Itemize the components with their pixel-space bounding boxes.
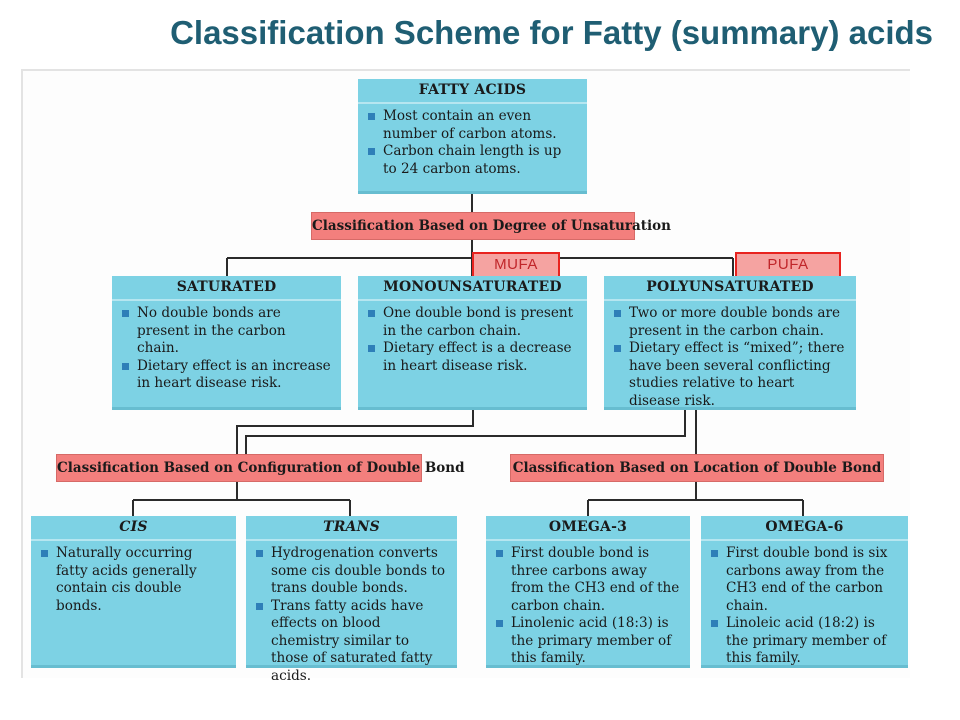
monounsaturated-heading: MONOUNSATURATED [358, 276, 587, 301]
classification-configuration-label: Classification Based on Configuration of… [56, 454, 465, 482]
bullet-icon [368, 113, 375, 120]
list-item: Dietary effect is “mixed”; there have be… [614, 340, 846, 410]
list-item: No double bonds are present in the carbo… [122, 305, 331, 358]
bullet-icon [368, 148, 375, 155]
classification-unsaturation-label: Classification Based on Degree of Unsatu… [311, 212, 671, 240]
cis-box: CIS Naturally occurring fatty acids gene… [31, 516, 236, 668]
connector-line [245, 410, 686, 454]
saturated-box: SATURATED No double bonds are present in… [112, 276, 341, 410]
list-item: Dietary effect is an increase in heart d… [122, 358, 331, 393]
page-title: Classification Scheme for Fatty (summary… [170, 14, 933, 51]
bullet-icon [122, 310, 129, 317]
fatty-acids-box: FATTY ACIDS Most contain an even number … [358, 79, 587, 194]
bullet-icon [496, 620, 503, 627]
bullet-icon [256, 602, 263, 610]
list-item: Naturally occurring fatty acids generall… [41, 545, 226, 615]
fatty-acids-points: Most contain an even number of carbon at… [358, 104, 587, 178]
bullet-icon [41, 550, 48, 557]
list-item: One double bond is present in the carbon… [368, 305, 577, 340]
omega-6-heading: OMEGA-6 [701, 516, 908, 541]
mufa-tag: MUFA [472, 252, 560, 278]
bullet-icon [368, 310, 375, 317]
bullet-icon [711, 550, 718, 557]
saturated-heading: SATURATED [112, 276, 341, 301]
list-item: Linoleic acid (18:2) is the primary memb… [711, 615, 898, 668]
list-item: Linolenic acid (18:3) is the primary mem… [496, 615, 680, 668]
list-item: Two or more double bonds are present in … [614, 305, 846, 340]
bullet-icon [711, 620, 718, 627]
list-item: Most contain an even number of carbon at… [368, 108, 577, 143]
fatty-acids-heading: FATTY ACIDS [358, 79, 587, 104]
bullet-icon [496, 550, 503, 557]
list-item: First double bond is six carbons away fr… [711, 545, 898, 615]
connector-line [236, 410, 474, 454]
bullet-icon [614, 310, 621, 317]
list-item: Hydrogenation converts some cis double b… [256, 545, 447, 598]
list-item: Carbon chain length is up to 24 carbon a… [368, 143, 577, 178]
pufa-tag: PUFA [735, 252, 841, 278]
omega-3-heading: OMEGA-3 [486, 516, 690, 541]
omega-3-box: OMEGA-3 First double bond is three carbo… [486, 516, 690, 668]
trans-box: TRANS Hydrogenation converts some cis do… [246, 516, 457, 684]
bullet-icon [256, 550, 263, 557]
classification-location-label: Classification Based on Location of Doub… [510, 454, 884, 482]
omega-6-box: OMEGA-6 First double bond is six carbons… [701, 516, 908, 668]
polyunsaturated-heading: POLYUNSATURATED [604, 276, 856, 301]
cis-heading: CIS [31, 516, 236, 541]
bullet-icon [122, 362, 129, 370]
polyunsaturated-box: POLYUNSATURATED Two or more double bonds… [604, 276, 856, 410]
list-item: First double bond is three carbons away … [496, 545, 680, 615]
list-item: Dietary effect is a decrease in heart di… [368, 340, 577, 375]
monounsaturated-box: MONOUNSATURATED One double bond is prese… [358, 276, 587, 410]
bullet-icon [368, 345, 375, 352]
list-item: Trans fatty acids have effects on blood … [256, 598, 447, 686]
bullet-icon [614, 345, 621, 352]
trans-heading: TRANS [246, 516, 457, 541]
